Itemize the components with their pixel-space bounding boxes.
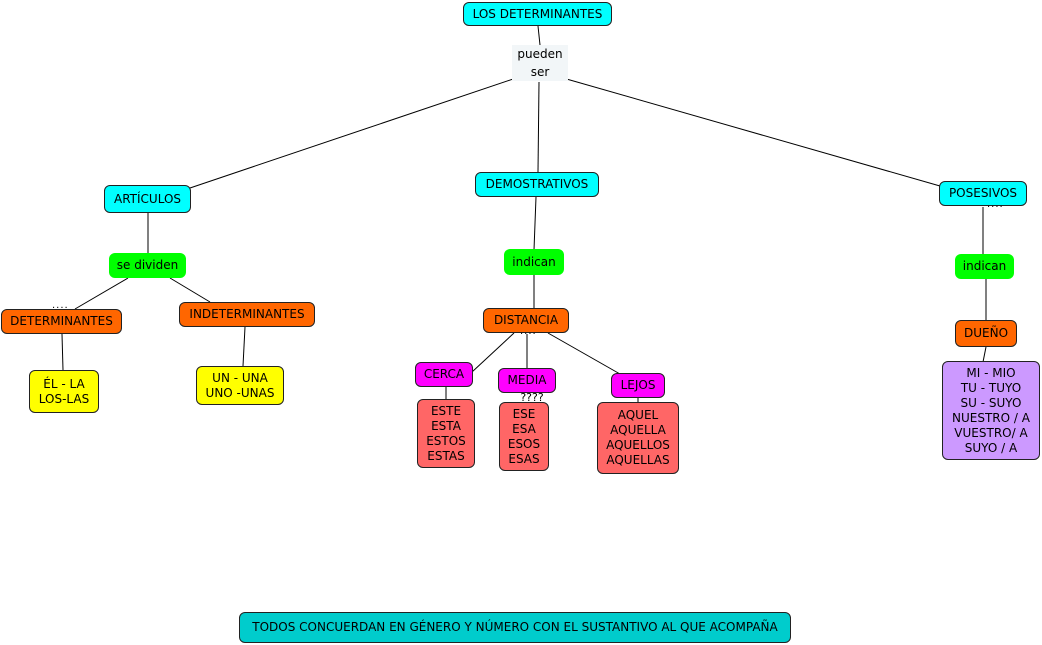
lejos-node[interactable]: LEJOS (611, 373, 665, 398)
media-node[interactable]: MEDIA (498, 368, 556, 393)
determinantes-node[interactable]: DETERMINANTES (1, 309, 122, 334)
distancia-node[interactable]: DISTANCIA (483, 308, 569, 333)
possessive-examples[interactable]: MI - MIO TU - TUYO SU - SUYO NUESTRO / A… (942, 361, 1040, 460)
link-phrase-pueden-ser: pueden ser (512, 45, 568, 81)
footer-note[interactable]: TODOS CONCUERDAN EN GÉNERO Y NÚMERO CON … (239, 612, 791, 643)
demostrativos-node[interactable]: DEMOSTRATIVOS (475, 172, 599, 197)
indican-pos-link[interactable]: indican (955, 254, 1014, 279)
se-dividen-link[interactable]: se dividen (109, 253, 186, 278)
ese-examples[interactable]: ESE ESA ESOS ESAS (499, 402, 549, 471)
question-marks: ???? (520, 391, 544, 404)
connector-dots: .... (520, 326, 537, 337)
root-node[interactable]: LOS DETERMINANTES (463, 2, 612, 26)
articulos-node[interactable]: ARTÍCULOS (104, 185, 191, 213)
aquel-examples[interactable]: AQUEL AQUELLA AQUELLOS AQUELLAS (597, 402, 679, 474)
indeterminantes-node[interactable]: INDETERMINANTES (179, 302, 315, 327)
dueno-node[interactable]: DUEÑO (955, 320, 1017, 347)
cerca-node[interactable]: CERCA (415, 362, 473, 387)
este-examples[interactable]: ESTE ESTA ESTOS ESTAS (417, 399, 475, 468)
connector-dots: .... (52, 300, 69, 311)
posesivos-node[interactable]: POSESIVOS (939, 181, 1027, 206)
connector-dots: .... (987, 199, 1004, 210)
un-una-examples[interactable]: UN - UNA UNO -UNAS (196, 366, 284, 405)
el-la-examples[interactable]: ÉL - LA LOS-LAS (29, 370, 99, 413)
indican-demo-link[interactable]: indican (504, 249, 564, 275)
